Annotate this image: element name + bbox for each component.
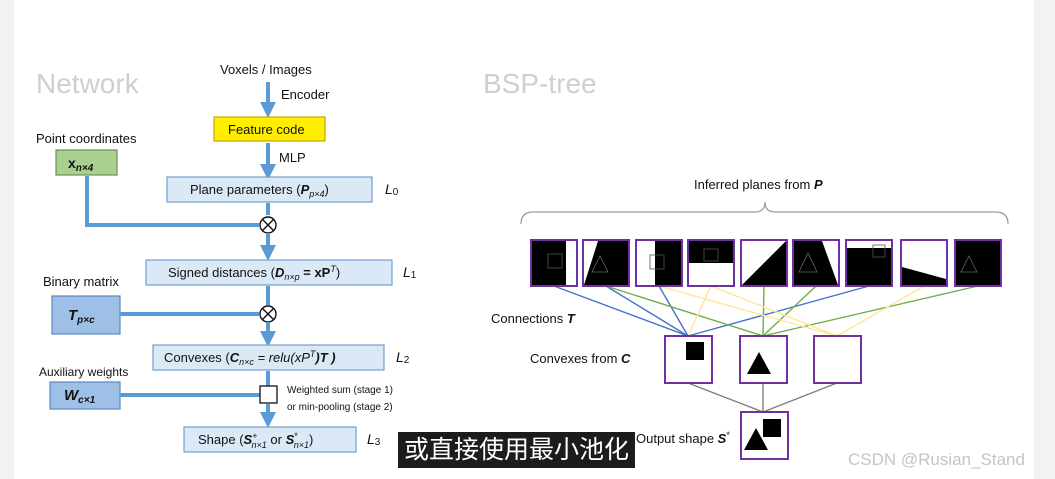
- weighted-sum-node: [260, 386, 277, 403]
- network-title: Network: [36, 68, 140, 99]
- bsp-tree-title: BSP-tree: [483, 68, 597, 99]
- plane-box-5: [741, 240, 787, 286]
- binary-matrix-label: Binary matrix: [43, 274, 119, 289]
- plane-box-8: [901, 240, 947, 286]
- convexes-from-label: Convexes from C: [530, 351, 631, 366]
- csdn-watermark: CSDN @Rusian_Stand: [848, 450, 1025, 470]
- video-subtitle: 或直接使用最小池化: [398, 432, 635, 468]
- bsp-net-diagram: Network BSP-tree Voxels / Images Encoder…: [14, 0, 1034, 479]
- loss-l2-label: L2: [396, 349, 410, 366]
- point-coordinates-label: Point coordinates: [36, 131, 137, 146]
- voxels-images-label: Voxels / Images: [220, 62, 312, 77]
- signed-distances-label: Signed distances (Dn×p = xPT): [168, 264, 340, 282]
- weighted-sum-label: Weighted sum (stage 1): [287, 385, 393, 396]
- plane-parameters-label: Plane parameters (Pp×4): [190, 182, 329, 199]
- plane-box-3: [636, 240, 682, 286]
- inferred-planes-label: Inferred planes from P: [694, 177, 823, 192]
- feature-code-label: Feature code: [228, 122, 305, 137]
- loss-l3-label: L3: [367, 431, 381, 448]
- loss-l0-label: L0: [385, 181, 399, 198]
- convex-box-3: [814, 336, 861, 383]
- plane-box-4: [688, 240, 734, 286]
- multiply-node-2: [260, 306, 276, 322]
- multiply-node-1: [260, 217, 276, 233]
- min-pooling-label: or min-pooling (stage 2): [287, 402, 393, 413]
- plane-box-1: [531, 240, 577, 286]
- output-shape-box: [741, 412, 788, 459]
- slide: Network BSP-tree Voxels / Images Encoder…: [14, 0, 1034, 479]
- loss-l1-label: L1: [403, 264, 417, 281]
- plane-box-2: [583, 240, 629, 286]
- convex-box-1: [665, 336, 712, 383]
- auxiliary-weights-label: Auxiliary weights: [39, 365, 128, 379]
- encoder-label: Encoder: [281, 87, 330, 102]
- output-shape-label: Output shape S*: [636, 430, 730, 446]
- convex-box-2: [740, 336, 787, 383]
- connections-label: Connections T: [491, 311, 576, 326]
- plane-box-9: [955, 240, 1001, 286]
- plane-box-7: [846, 240, 892, 286]
- mlp-label: MLP: [279, 150, 306, 165]
- plane-box-6: [793, 240, 839, 286]
- planes-brace: [521, 202, 1008, 224]
